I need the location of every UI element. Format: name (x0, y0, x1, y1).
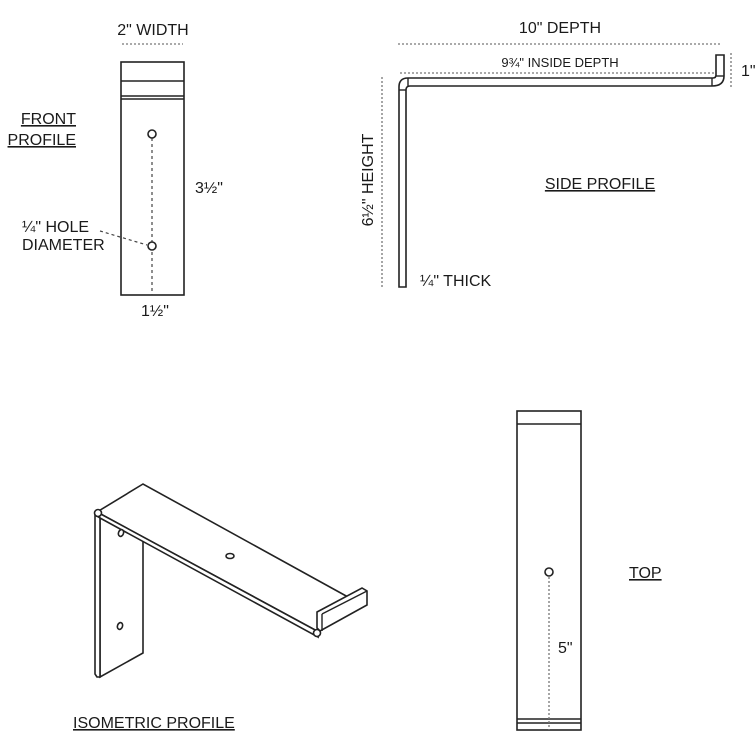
hole-leader-line (99, 230, 148, 246)
lip-height-label: 1" (741, 63, 755, 80)
isometric-profile-title: ISOMETRIC PROFILE (73, 715, 235, 732)
top-view-title: TOP (629, 565, 662, 582)
iso-bend-corner (312, 628, 322, 638)
iso-mounting-hole (116, 621, 124, 631)
depth-label: 10" DEPTH (519, 20, 601, 37)
side-profile-shape (398, 54, 725, 288)
hole-offset-label: 5" (558, 640, 573, 657)
shelf-hole (544, 567, 554, 577)
iso-bend-corner (93, 508, 103, 518)
front-profile-title: FRONT (21, 111, 76, 128)
iso-vertical-plate (94, 514, 144, 679)
inside-depth-label: 9¾" INSIDE DEPTH (501, 55, 618, 70)
bottom-hole-offset-label: 1½" (141, 303, 169, 320)
width-label: 2" WIDTH (117, 22, 188, 39)
hole-spacing-label: 3½" (195, 180, 223, 197)
isometric-profile: ISOMETRIC PROFILE (73, 483, 368, 732)
iso-mounting-hole (117, 528, 125, 538)
side-profile: 10" DEPTH 9¾" INSIDE DEPTH 1" 6½" HEIGHT… (360, 20, 755, 290)
hole-diameter-label: ¼" HOLE (22, 219, 89, 236)
iso-lip (316, 587, 368, 632)
iso-lip-edge (321, 590, 368, 615)
mounting-hole (147, 129, 157, 139)
front-profile: 2" WIDTH FRONT PROFILE 3½" ¼" HOLE DIAME… (8, 22, 223, 320)
hole-diameter-label: DIAMETER (22, 237, 105, 254)
thickness-label: ¼" THICK (420, 273, 492, 290)
front-plate (120, 61, 185, 296)
height-label: 6½" HEIGHT (360, 133, 377, 226)
mounting-hole (147, 241, 157, 251)
side-profile-title: SIDE PROFILE (545, 176, 655, 193)
top-view: 5" TOP (516, 410, 662, 731)
iso-shelf-hole (225, 552, 235, 560)
iso-vertical-plate-edge (94, 513, 101, 678)
front-profile-title: PROFILE (8, 132, 76, 149)
